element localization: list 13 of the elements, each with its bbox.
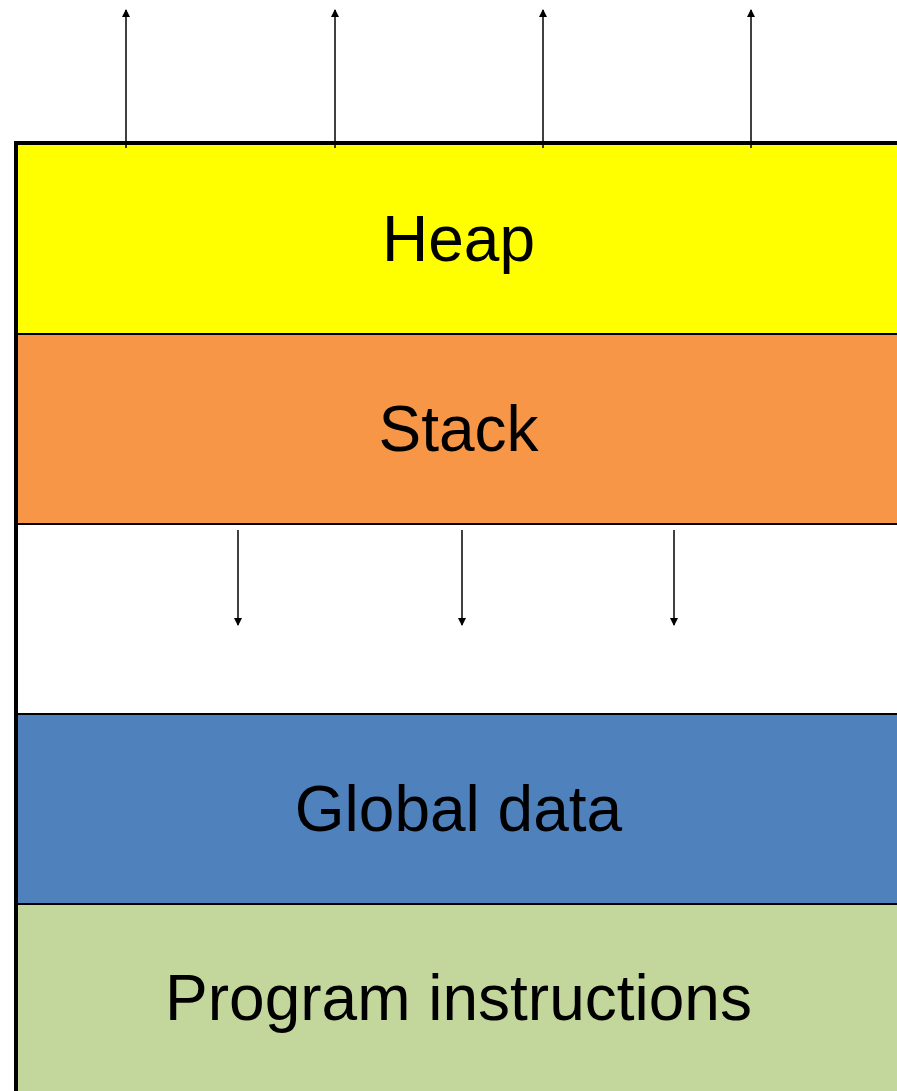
arrow — [331, 9, 339, 149]
arrow — [539, 9, 547, 149]
arrow — [122, 9, 130, 149]
band-label: Global data — [294, 777, 624, 841]
arrow — [234, 529, 242, 626]
arrow — [747, 9, 755, 149]
program-instructions-band — [18, 903, 897, 1091]
arrow — [458, 529, 466, 626]
stack-band — [18, 333, 897, 523]
global-data-band — [18, 713, 897, 903]
band-label: Stack — [378, 397, 540, 461]
heap-band — [18, 143, 897, 333]
arrow — [670, 529, 678, 626]
